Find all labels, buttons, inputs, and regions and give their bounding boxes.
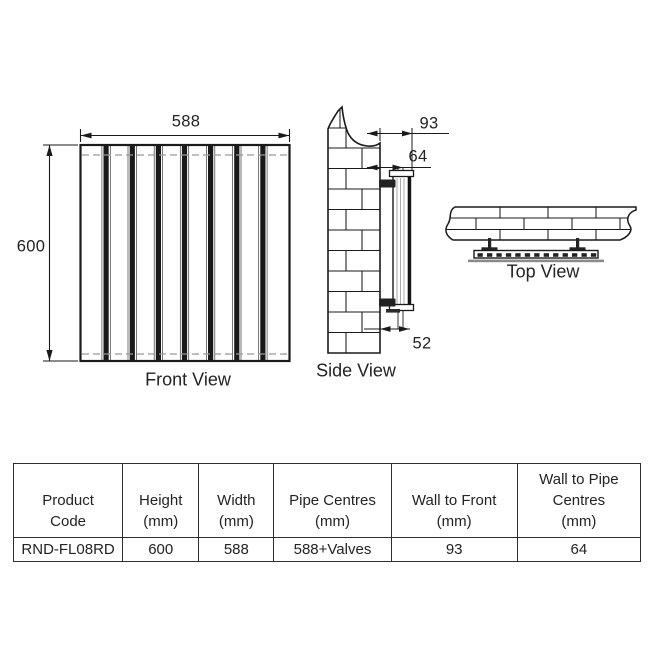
front-view-drawing: [43, 129, 291, 363]
front-width-dimension: 588: [171, 112, 201, 131]
spec-table-header-row: Product Code Height (mm) Width (mm) Pipe…: [12, 463, 642, 538]
cell-pipe-centres: 588+Valves: [273, 537, 392, 562]
side-view-label: Side View: [316, 360, 396, 381]
bottom-pipe-dimension: 52: [412, 334, 432, 353]
cell-wall-to-front: 93: [390, 537, 518, 562]
cell-width: 588: [198, 537, 275, 562]
technical-drawing: [43, 105, 637, 363]
col-header-pipe-centres: Pipe Centres (mm): [273, 463, 392, 538]
col-header-wall-to-pipe-centres: Wall to Pipe Centres (mm): [516, 463, 642, 538]
col-header-product-code: Product Code: [12, 463, 124, 538]
cell-wall-to-pipe-centres: 64: [516, 537, 642, 562]
col-header-width: Width (mm): [198, 463, 275, 538]
col-header-height: Height (mm): [122, 463, 200, 538]
wall-to-front-dimension: 93: [419, 114, 439, 133]
side-view-drawing: [327, 105, 449, 354]
col-header-wall-to-front: Wall to Front (mm): [390, 463, 518, 538]
spec-table-data-row: RND-FL08RD 600 588 588+Valves 93 64: [12, 537, 642, 562]
front-height-dimension: 600: [16, 237, 46, 256]
top-view-label: Top View: [506, 261, 580, 282]
front-view-label: Front View: [145, 369, 231, 390]
spec-table: Product Code Height (mm) Width (mm) Pipe…: [12, 463, 642, 562]
cell-product-code: RND-FL08RD: [12, 537, 124, 562]
wall-to-pipe-dimension: 64: [408, 147, 428, 166]
cell-height: 600: [122, 537, 200, 562]
top-view-drawing: [445, 206, 637, 263]
